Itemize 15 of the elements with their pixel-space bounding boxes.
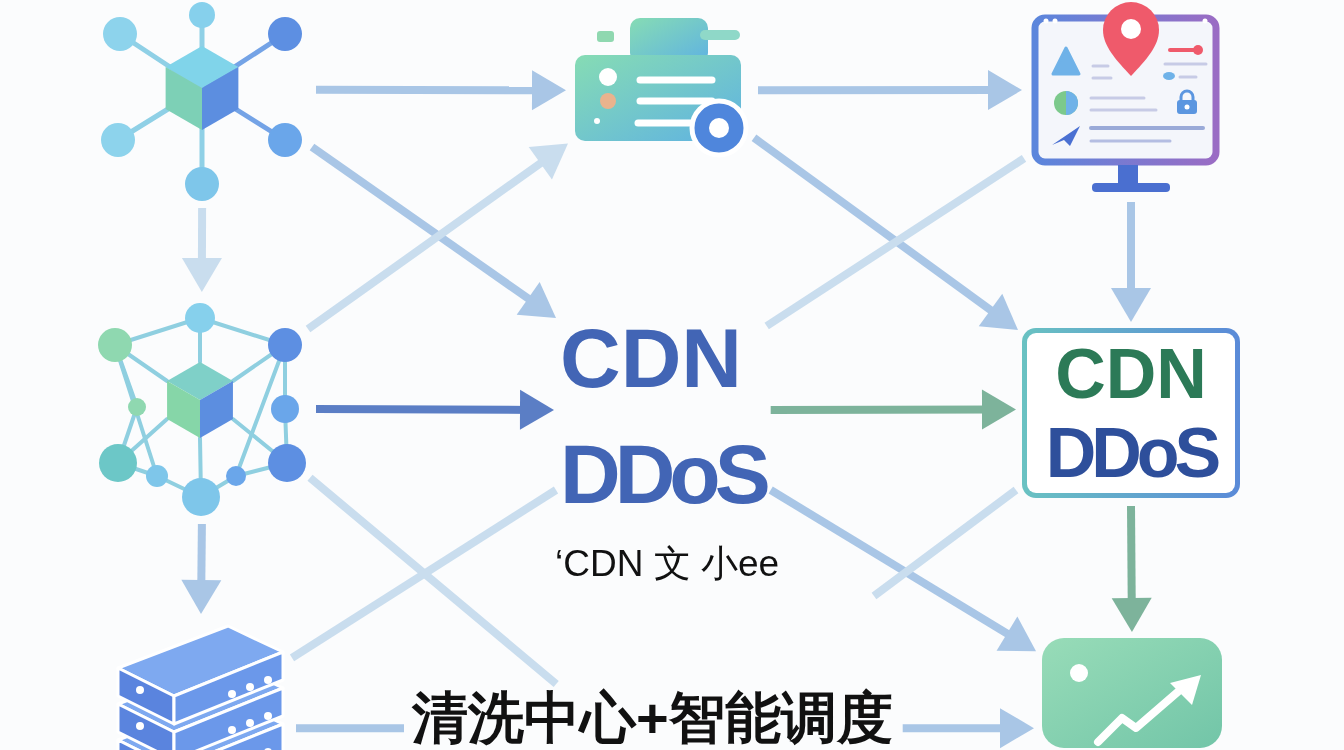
heading-text: CDN	[560, 316, 742, 400]
connector-line	[289, 486, 559, 662]
connector-line	[764, 155, 1027, 330]
arrow	[751, 134, 1018, 330]
label-text: ‘CDN 文 小ee	[555, 545, 780, 582]
heading-text: CDN	[1055, 338, 1207, 409]
heading-text: DDoS	[560, 432, 765, 516]
arrow	[1111, 505, 1152, 632]
growth-chart-icon	[1042, 638, 1222, 748]
heading-text: 清洗中心+智能调度	[412, 688, 893, 748]
arrow	[768, 486, 1037, 652]
connector-line	[871, 486, 1019, 600]
connector-line	[307, 474, 559, 688]
arrow	[181, 523, 222, 614]
heading-text: DDoS	[1045, 417, 1217, 488]
